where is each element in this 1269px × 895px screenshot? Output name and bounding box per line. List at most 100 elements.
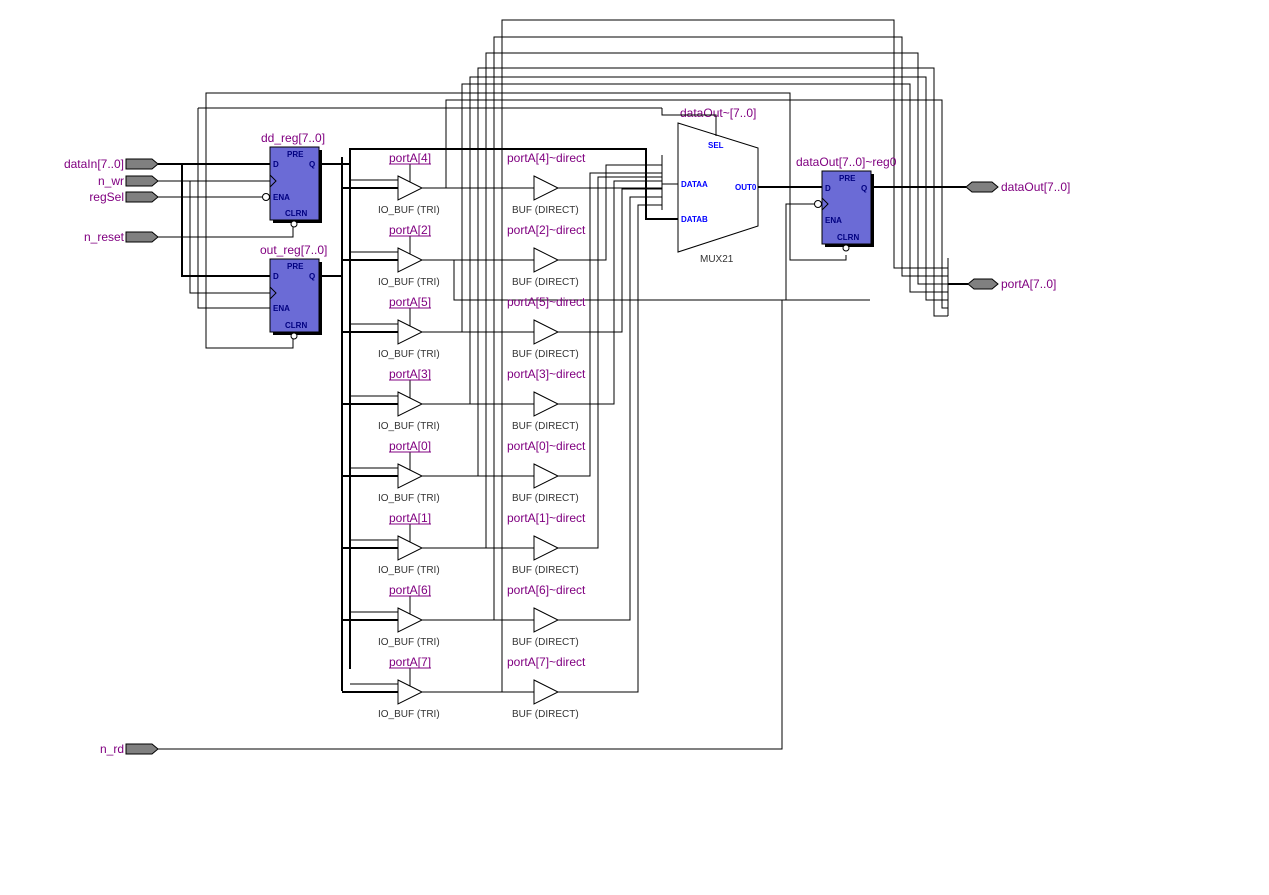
direct-buffer-name: portA[1]~direct (507, 511, 586, 525)
mux-instance-name: dataOut~[7..0] (680, 106, 756, 120)
direct-buffer-name: portA[4]~direct (507, 151, 586, 165)
direct-buffer-type: BUF (DIRECT) (512, 349, 579, 360)
io-buffer-name: portA[5] (389, 295, 431, 309)
tri-buffer-icon[interactable] (397, 164, 424, 201)
wiring (158, 19, 968, 750)
dataout-reg-pin-d: D (825, 184, 831, 193)
tri-buffer-icon[interactable] (397, 596, 424, 633)
input-label-regSel: regSel (89, 190, 124, 204)
input-label-n-rd: n_rd (100, 742, 124, 756)
tri-buffer-icon[interactable] (397, 236, 424, 273)
dd-reg-name: dd_reg[7..0] (261, 131, 325, 145)
direct-buffer-icon[interactable] (533, 463, 560, 489)
mux21-block[interactable]: dataOut~[7..0] SEL DATAA DATAB OUT0 MUX2… (661, 106, 759, 265)
output-label-portA: portA[7..0] (1001, 277, 1056, 291)
direct-buffer-name: portA[6]~direct (507, 583, 586, 597)
io-buffer-name: portA[2] (389, 223, 431, 237)
io-buffer-name: portA[3] (389, 367, 431, 381)
out-reg-block[interactable]: out_reg[7..0] PRE D Q ENA CLRN (260, 243, 327, 340)
dataout-reg-block[interactable]: dataOut[7..0]~reg0 PRE D Q ENA CLRN (796, 155, 897, 252)
dataout-reg-pin-q: Q (861, 184, 867, 193)
direct-buffer-icon[interactable] (533, 247, 560, 273)
io-buffer-name: portA[0] (389, 439, 431, 453)
input-label-n-wr: n_wr (98, 174, 124, 188)
direct-buffer-icon[interactable] (533, 679, 560, 705)
direct-buffer-icon[interactable] (533, 535, 560, 561)
dd-reg-pin-clrn: CLRN (285, 209, 307, 218)
io-buffer-type: IO_BUF (TRI) (378, 709, 440, 720)
io-buffer-type: IO_BUF (TRI) (378, 205, 440, 216)
tri-buffer-icon[interactable] (397, 452, 424, 489)
out-reg-pin-d: D (273, 272, 279, 281)
input-label-n-reset: n_reset (84, 230, 125, 244)
out-reg-pin-pre: PRE (287, 262, 304, 271)
io-buffer-name: portA[4] (389, 151, 431, 165)
direct-buffer-type: BUF (DIRECT) (512, 277, 579, 288)
dd-reg-pin-q: Q (309, 160, 315, 169)
direct-buffer-name: portA[5]~direct (507, 295, 586, 309)
input-port-n-reset[interactable]: n_reset (84, 230, 159, 244)
out-reg-name: out_reg[7..0] (260, 243, 327, 257)
io-buffer-name: portA[7] (389, 655, 431, 669)
dataout-reg-name: dataOut[7..0]~reg0 (796, 155, 897, 169)
direct-buffer-icon[interactable] (533, 391, 560, 417)
direct-buffer-icon[interactable] (533, 319, 560, 345)
input-port-n-wr[interactable]: n_wr (98, 174, 159, 188)
out-reg-pin-q: Q (309, 272, 315, 281)
direct-buffer-icon[interactable] (533, 607, 560, 633)
io-buffer-type: IO_BUF (TRI) (378, 421, 440, 432)
io-buffer-type: IO_BUF (TRI) (378, 349, 440, 360)
mux-pin-datab: DATAB (681, 215, 708, 224)
io-buffer-type: IO_BUF (TRI) (378, 493, 440, 504)
dd-reg-pin-ena: ENA (273, 193, 290, 202)
dataout-reg-pin-ena: ENA (825, 216, 842, 225)
tri-buffer-icon[interactable] (397, 668, 424, 705)
io-buffer-name: portA[6] (389, 583, 431, 597)
io-buffer-type: IO_BUF (TRI) (378, 277, 440, 288)
tri-buffer-icon[interactable] (397, 308, 424, 345)
dd-reg-pin-d: D (273, 160, 279, 169)
dataout-reg-pin-pre: PRE (839, 174, 856, 183)
input-port-dataIn[interactable]: dataIn[7..0] (64, 157, 159, 171)
mux-pin-out: OUT0 (735, 183, 757, 192)
dataout-reg-pin-clrn: CLRN (837, 233, 859, 242)
direct-buffer-type: BUF (DIRECT) (512, 421, 579, 432)
dd-reg-block[interactable]: dd_reg[7..0] PRE D Q ENA CLRN (261, 131, 325, 228)
tri-buffer-icon[interactable] (397, 524, 424, 561)
direct-buffer-type: BUF (DIRECT) (512, 493, 579, 504)
direct-buffer-name: portA[3]~direct (507, 367, 586, 381)
out-reg-pin-ena: ENA (273, 304, 290, 313)
direct-buffer-name: portA[2]~direct (507, 223, 586, 237)
direct-buffer-type: BUF (DIRECT) (512, 565, 579, 576)
direct-buffer-type: BUF (DIRECT) (512, 205, 579, 216)
direct-buffer-name: portA[0]~direct (507, 439, 586, 453)
out-reg-pin-clrn: CLRN (285, 321, 307, 330)
tri-buffer-icon[interactable] (397, 380, 424, 417)
output-port-dataOut[interactable]: dataOut[7..0] (965, 180, 1070, 194)
direct-buffer-icon[interactable] (533, 175, 560, 201)
direct-buffer-type: BUF (DIRECT) (512, 709, 579, 720)
io-buffer-type: IO_BUF (TRI) (378, 637, 440, 648)
io-buffer-name: portA[1] (389, 511, 431, 525)
input-label-dataIn: dataIn[7..0] (64, 157, 124, 171)
direct-buffer-name: portA[7]~direct (507, 655, 586, 669)
input-port-regSel[interactable]: regSel (89, 190, 159, 204)
mux-pin-sel: SEL (708, 141, 724, 150)
direct-buffer-type: BUF (DIRECT) (512, 637, 579, 648)
mux-pin-dataa: DATAA (681, 180, 708, 189)
output-port-portA[interactable]: portA[7..0] (967, 277, 1056, 291)
io-buffer-type: IO_BUF (TRI) (378, 565, 440, 576)
input-port-n-rd[interactable]: n_rd (100, 742, 159, 756)
dd-reg-pin-pre: PRE (287, 150, 304, 159)
output-label-dataOut: dataOut[7..0] (1001, 180, 1070, 194)
